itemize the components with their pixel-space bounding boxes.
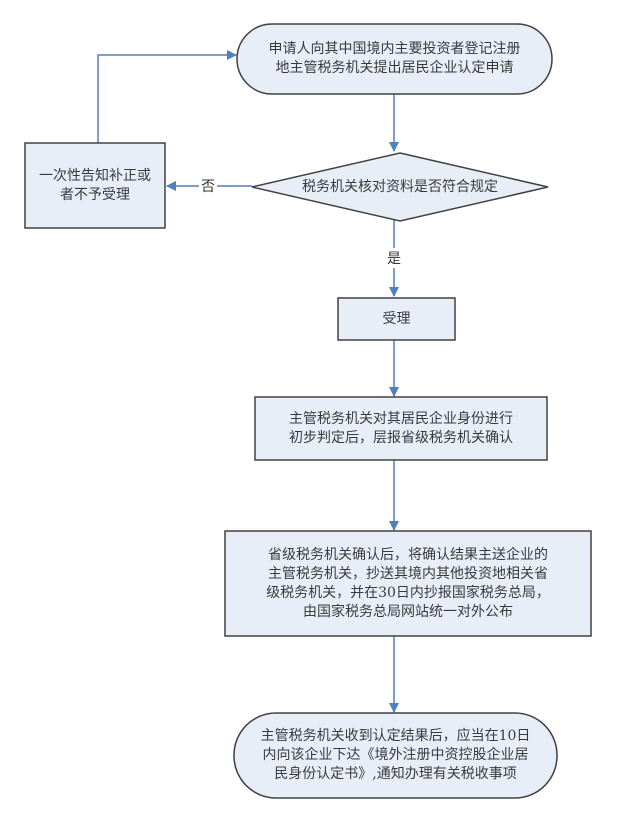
provincial-line-3: 级税务机关，并在30日内抄报国家税务总局， — [266, 584, 550, 601]
end-terminator-shape — [233, 712, 558, 799]
edge-reject-loop-to-start — [97, 50, 237, 143]
provincial-node: 省级税务机关确认后，将确认结果主送企业的 主管税务机关，抄送其境内其他投资地相关… — [225, 531, 591, 636]
preliminary-line-1: 主管税务机关对其居民企业身份进行 — [289, 410, 513, 427]
accept-box-shape — [337, 297, 456, 341]
start-line-1: 申请人向其中国境内主要投资者登记注册 — [268, 41, 521, 57]
provincial-box-shape — [224, 530, 592, 637]
reject-box-shape — [24, 142, 166, 229]
preliminary-box-shape — [254, 396, 548, 461]
decision-text: 税务机关核对资料是否符合规定 — [302, 178, 498, 195]
preliminary-line-2: 初步判定后，层报省级税务机关确认 — [289, 429, 513, 446]
decision-diamond-shape — [251, 152, 549, 222]
reject-line-2: 者不予受理 — [60, 186, 130, 203]
provincial-line-2: 主管税务机关，抄送其境内其他投资地相关省 — [268, 565, 548, 582]
decision-node: 税务机关核对资料是否符合规定 — [252, 153, 548, 221]
start-line-2: 地主管税务机关提出居民企业认定申请 — [275, 60, 514, 76]
reject-node: 一次性告知补正或 者不予受理 — [25, 143, 165, 228]
preliminary-node: 主管税务机关对其居民企业身份进行 初步判定后，层报省级税务机关确认 — [255, 397, 547, 460]
start-node: 申请人向其中国境内主要投资者登记注册 地主管税务机关提出居民企业认定申请 — [237, 24, 552, 94]
edge-label-yes: 是 — [385, 248, 403, 268]
start-terminator-shape — [236, 23, 553, 95]
reject-line-1: 一次性告知补正或 — [39, 167, 151, 184]
edge-label-no: 否 — [199, 176, 217, 196]
end-line-1: 主管税务机关收到认定结果后，应当在10日 — [260, 728, 531, 744]
end-node: 主管税务机关收到认定结果后，应当在10日 内向该企业下达《境外注册中资控股企业居… — [234, 713, 557, 798]
accept-node: 受理 — [338, 298, 455, 340]
end-line-3: 民身份认定书》,通知办理有关税收事项 — [274, 766, 517, 782]
accept-text: 受理 — [382, 310, 411, 327]
provincial-line-1: 省级税务机关确认后，将确认结果主送企业的 — [268, 546, 548, 563]
provincial-line-4: 由国家税务总局网站统一对外公布 — [303, 603, 513, 620]
end-line-2: 内向该企业下达《境外注册中资控股企业居 — [262, 747, 529, 763]
